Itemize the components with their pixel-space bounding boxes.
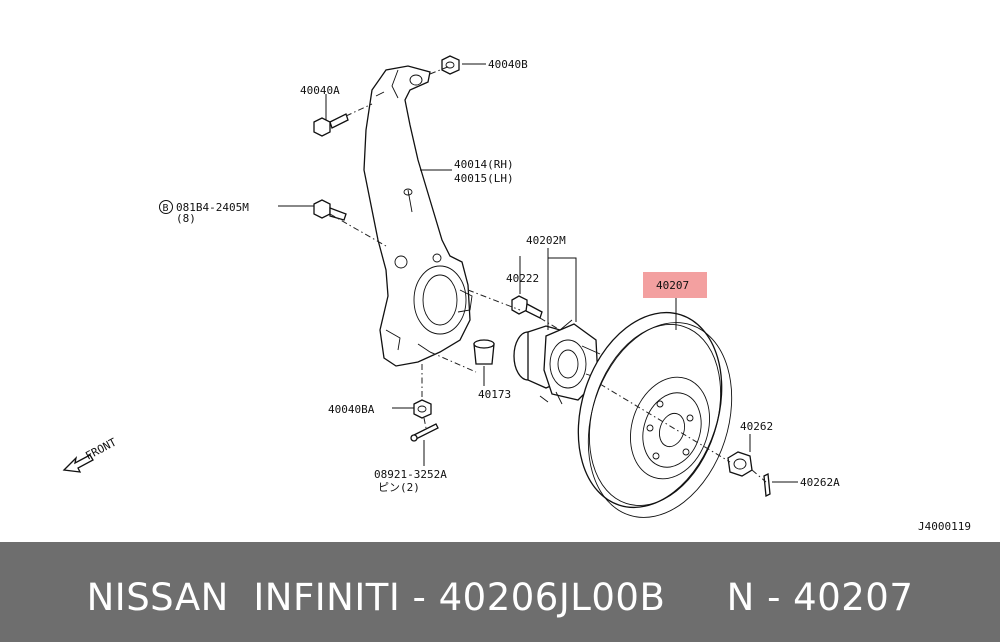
leader-lines xyxy=(278,63,798,483)
nut-40040BA xyxy=(413,399,432,419)
hub-bearing-assembly xyxy=(513,319,605,405)
label-40015[interactable]: 40015(LH) xyxy=(454,172,514,185)
label-08921-3252A[interactable]: 08921-3252A xyxy=(374,468,447,481)
bolt-081B4-2405M xyxy=(313,199,347,221)
part-number-banner xyxy=(0,542,1000,642)
front-arrow-icon xyxy=(62,454,94,473)
diagram-code: J4000119 xyxy=(918,520,971,533)
part-number-banner-text: NISSAN INFINITI - 40206JL00B N - 40207 xyxy=(87,576,914,619)
label-081B4-quantity: (8) xyxy=(176,212,196,225)
cap-40173 xyxy=(473,339,495,365)
label-40173[interactable]: 40173 xyxy=(478,388,511,401)
label-08921-subtitle: ピン(2) xyxy=(378,481,420,494)
label-40262[interactable]: 40262 xyxy=(740,420,773,433)
brake-disc-rotor xyxy=(577,311,733,518)
label-40040B[interactable]: 40040B xyxy=(488,58,528,71)
label-40262A[interactable]: 40262A xyxy=(800,476,840,489)
label-40207[interactable]: 40207 xyxy=(656,279,689,292)
assembly-centerlines xyxy=(329,65,767,483)
label-40202M[interactable]: 40202M xyxy=(526,234,566,247)
highlight-box-40207 xyxy=(643,272,707,298)
label-081B4-2405M[interactable]: 081B4-2405M xyxy=(176,201,249,214)
bolt-40040A xyxy=(313,113,349,137)
label-40222[interactable]: 40222 xyxy=(506,272,539,285)
steering-knuckle xyxy=(363,65,473,367)
hub-nut-40262 xyxy=(727,451,753,477)
label-081B4-circle-letter: B xyxy=(163,203,169,214)
bolt-code-circle-icon xyxy=(159,200,173,214)
pin-40262A xyxy=(763,472,771,498)
label-40040BA[interactable]: 40040BA xyxy=(328,403,375,416)
cotter-pin-08921-3252A xyxy=(410,423,439,442)
label-40014[interactable]: 40014(RH) xyxy=(454,158,514,171)
bolt-40222 xyxy=(511,295,543,319)
front-label: FRONT xyxy=(83,435,119,462)
label-40040A[interactable]: 40040A xyxy=(300,84,340,97)
nut-40040B xyxy=(441,55,460,75)
